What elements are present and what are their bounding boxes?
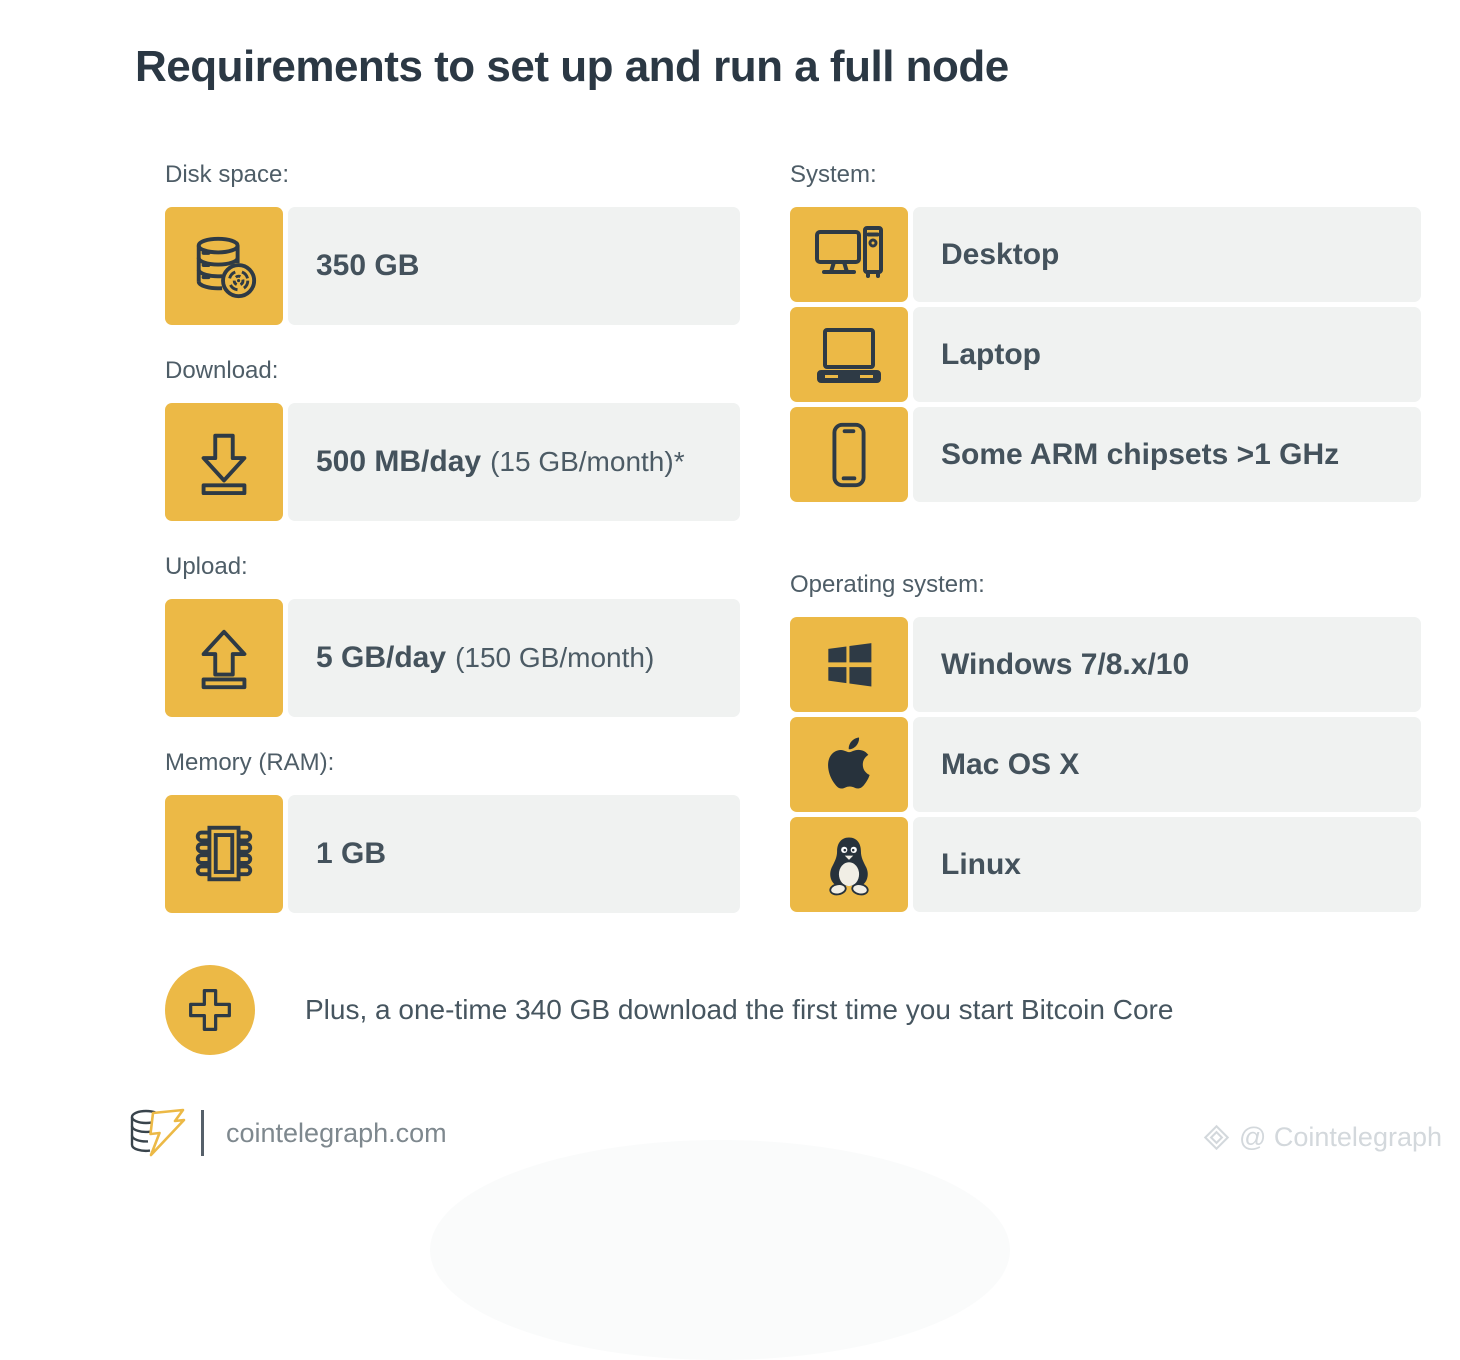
- upload-row: 5 GB/day (150 GB/month): [165, 599, 740, 717]
- system-value-desktop: Desktop: [913, 207, 1421, 302]
- os-label: Operating system:: [790, 571, 985, 598]
- disk-space-row: 350 GB: [165, 207, 740, 325]
- note-text: Plus, a one-time 340 GB download the fir…: [305, 994, 1174, 1025]
- upload-value: 5 GB/day (150 GB/month): [288, 599, 740, 717]
- system-row-laptop: Laptop: [790, 307, 1421, 402]
- download-icon: [165, 403, 283, 521]
- cointelegraph-diamond-icon: [1203, 1124, 1230, 1151]
- os-row-linux: Linux: [790, 817, 1421, 912]
- system-value-arm: Some ARM chipsets >1 GHz: [913, 407, 1421, 502]
- download-label: Download:: [165, 357, 279, 384]
- desktop-icon: [790, 207, 908, 302]
- background-ellipse: [430, 1140, 1010, 1360]
- section-system: System: Desktop Laptop: [790, 161, 1421, 502]
- download-row: 500 MB/day (15 GB/month)*: [165, 403, 740, 521]
- memory-value: 1 GB: [288, 795, 740, 913]
- laptop-icon: [790, 307, 908, 402]
- apple-icon: [790, 717, 908, 812]
- smartphone-icon: [790, 407, 908, 502]
- memory-chip-icon: [165, 795, 283, 913]
- plus-icon: [165, 965, 255, 1055]
- disk-space-label: Disk space:: [165, 161, 290, 188]
- cointelegraph-coin-bolt-icon: [126, 1104, 190, 1162]
- os-value-windows: Windows 7/8.x/10: [913, 617, 1421, 712]
- section-memory: Memory (RAM): 1 GB: [165, 749, 740, 913]
- note-row: Plus, a one-time 340 GB download the fir…: [165, 965, 1173, 1055]
- watermark-text: @ Cointelegraph: [1238, 1122, 1442, 1152]
- section-download: Download: 500 MB/day (15 GB/month)*: [165, 357, 740, 521]
- os-value-mac: Mac OS X: [913, 717, 1421, 812]
- system-row-desktop: Desktop: [790, 207, 1421, 302]
- os-row-mac: Mac OS X: [790, 717, 1421, 812]
- memory-label: Memory (RAM):: [165, 749, 335, 776]
- upload-icon: [165, 599, 283, 717]
- footer-divider: [201, 1110, 204, 1156]
- watermark: @ Cointelegraph: [1203, 1122, 1442, 1153]
- download-value: 500 MB/day (15 GB/month)*: [288, 403, 740, 521]
- section-upload: Upload: 5 GB/day (150 GB/month): [165, 553, 740, 717]
- database-disk-icon: [165, 207, 283, 325]
- disk-space-value: 350 GB: [288, 207, 740, 325]
- section-disk-space: Disk space: 350 GB: [165, 161, 740, 325]
- page-title: Requirements to set up and run a full no…: [135, 42, 1009, 91]
- system-row-arm: Some ARM chipsets >1 GHz: [790, 407, 1421, 502]
- windows-icon: [790, 617, 908, 712]
- system-label: System:: [790, 161, 877, 188]
- section-os: Operating system: Windows 7/8.x/10 Mac O…: [790, 571, 1421, 912]
- os-row-windows: Windows 7/8.x/10: [790, 617, 1421, 712]
- upload-label: Upload:: [165, 553, 248, 580]
- memory-row: 1 GB: [165, 795, 740, 913]
- linux-tux-icon: [790, 817, 908, 912]
- system-value-laptop: Laptop: [913, 307, 1421, 402]
- footer-site-link[interactable]: cointelegraph.com: [226, 1118, 447, 1148]
- os-value-linux: Linux: [913, 817, 1421, 912]
